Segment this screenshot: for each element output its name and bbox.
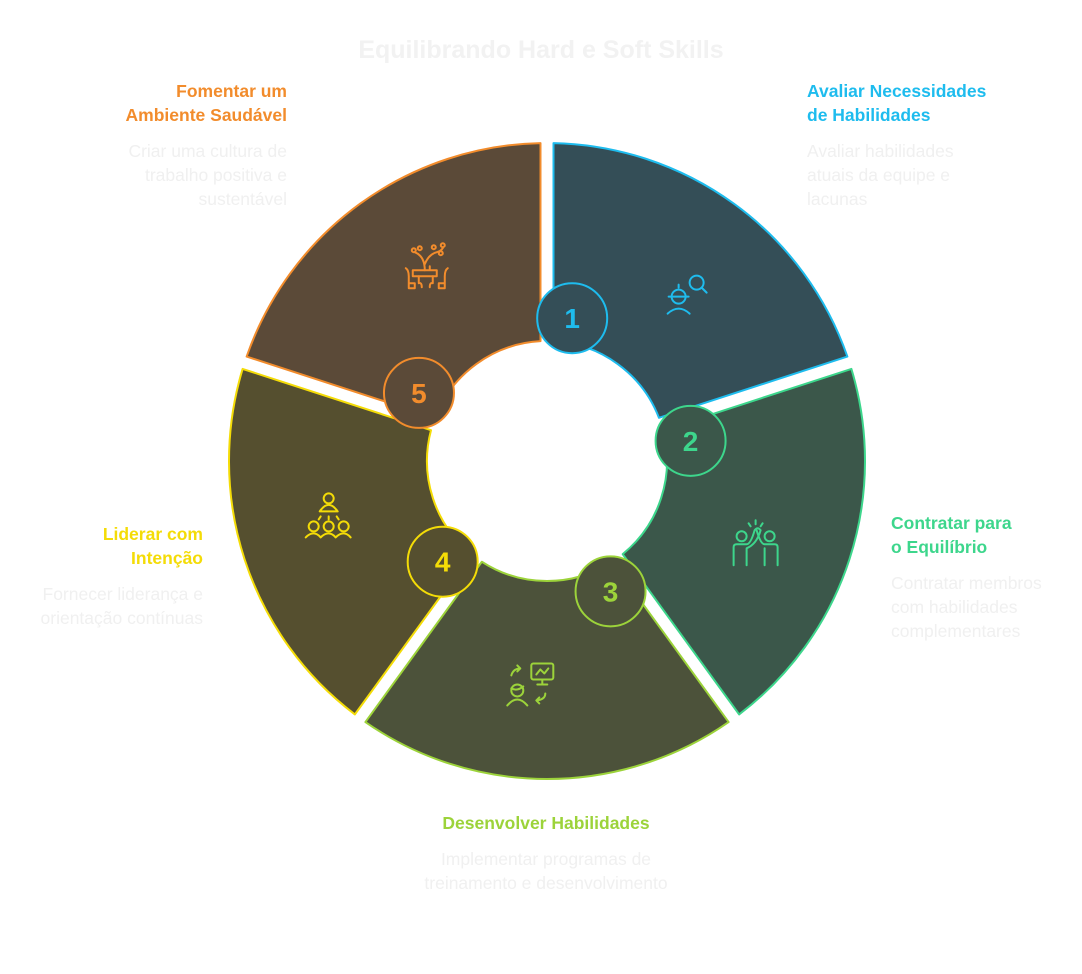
diagram-title: Equilibrando Hard e Soft Skills xyxy=(358,36,724,64)
step-2-badge: 2 xyxy=(654,404,727,477)
step-3-badge: 3 xyxy=(574,555,647,628)
step-1-badge-circle xyxy=(536,282,609,355)
step-3-heading: Desenvolver Habilidades xyxy=(442,813,650,833)
step-4-badge-circle xyxy=(406,525,479,598)
step-4-number: 4 xyxy=(435,547,451,578)
step-5-description: Criar uma cultura de trabalho positiva e… xyxy=(128,141,287,209)
step-5-label: Fomentar um Ambiente Saudável Criar uma … xyxy=(57,79,287,211)
training-presentation-icon xyxy=(506,662,555,707)
step-3-label: Desenvolver Habilidades Implementar prog… xyxy=(396,811,696,895)
step-3-number: 3 xyxy=(603,576,619,607)
high-five-icon xyxy=(732,519,779,567)
step-5-number: 5 xyxy=(411,378,427,409)
step-1-label: Avaliar Necessidades de Habilidades Aval… xyxy=(807,79,1037,211)
step-2-label: Contratar para o Equilíbrio Contratar me… xyxy=(891,511,1082,643)
step-2-description: Contratar membros com habilidades comple… xyxy=(891,573,1042,641)
step-5-heading: Fomentar um Ambiente Saudável xyxy=(125,81,287,125)
step-4-heading: Liderar com Intenção xyxy=(102,524,203,568)
step-1-badge: 1 xyxy=(536,282,609,355)
step-3-description: Implementar programas de treinamento e d… xyxy=(424,849,668,893)
garden-table-icon xyxy=(404,242,449,290)
step-4-label: Liderar com Intenção Fornecer liderança … xyxy=(0,522,203,630)
step-2-number: 2 xyxy=(683,426,699,457)
step-4-description: Fornecer liderança e orientação contínua… xyxy=(40,584,203,628)
step-5-badge: 5 xyxy=(382,356,455,429)
segment-4 xyxy=(228,367,473,716)
step-4-badge: 4 xyxy=(406,525,479,598)
step-1-description: Avaliar habilidades atuais da equipe e l… xyxy=(807,141,954,209)
segment-1 xyxy=(552,142,849,419)
step-2-heading: Contratar para o Equilíbrio xyxy=(891,513,1012,557)
step-2-badge-circle xyxy=(654,404,727,477)
step-5-badge-circle xyxy=(382,356,455,429)
step-1-number: 1 xyxy=(564,303,580,334)
segment-5 xyxy=(245,142,542,419)
step-3-badge-circle xyxy=(574,555,647,628)
step-1-heading: Avaliar Necessidades de Habilidades xyxy=(807,81,987,125)
worker-search-icon xyxy=(666,274,708,315)
leader-team-icon xyxy=(304,492,352,539)
